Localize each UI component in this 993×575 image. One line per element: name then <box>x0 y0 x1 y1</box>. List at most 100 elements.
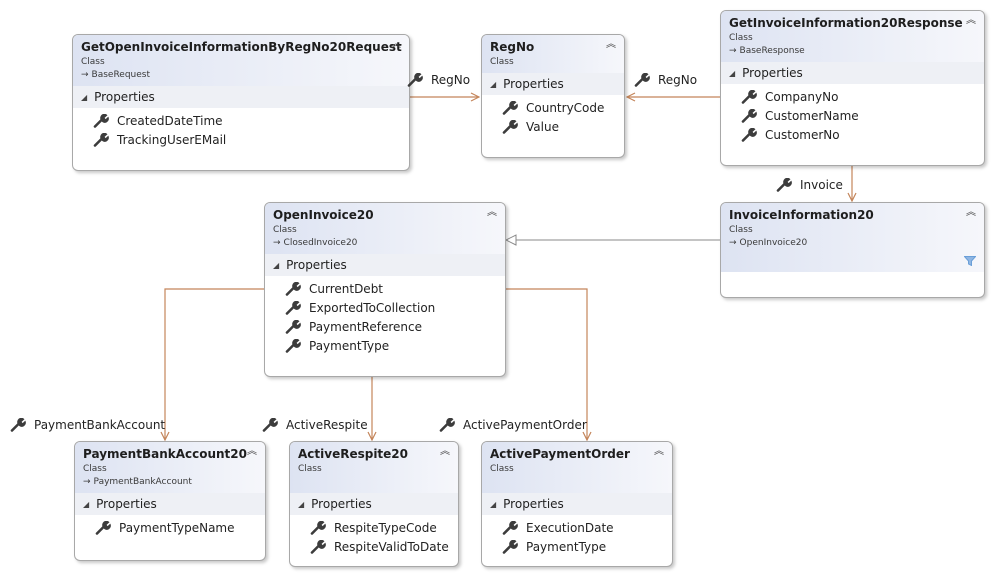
double-chevron-up-icon[interactable]: ︽ <box>391 39 401 50</box>
wrench-icon <box>310 521 326 535</box>
property-item[interactable]: RespiteTypeCode <box>310 518 458 537</box>
class-box-response[interactable]: GetInvoiceInformation20Response Class →B… <box>720 10 985 166</box>
properties-section-header[interactable]: ◢Properties <box>265 254 505 276</box>
class-box-regno[interactable]: RegNo Class ︽ ◢Properties CountryCode Va… <box>481 34 625 158</box>
triangle-down-icon[interactable]: ◢ <box>81 92 88 102</box>
property-item[interactable]: Value <box>502 117 624 136</box>
wrench-icon <box>502 521 518 535</box>
property-item[interactable]: CountryCode <box>502 98 624 117</box>
wrench-icon <box>776 178 792 192</box>
wrench-icon <box>262 418 278 432</box>
wrench-icon <box>502 540 518 554</box>
association-label[interactable]: ActivePaymentOrder <box>439 418 587 432</box>
property-item[interactable]: ExecutionDate <box>502 518 672 537</box>
class-header: ActiveRespite20 Class ︽ <box>290 442 458 493</box>
wrench-icon <box>10 418 26 432</box>
property-item[interactable]: TrackingUserEMail <box>93 130 409 149</box>
properties-section-header[interactable]: ◢Properties <box>73 86 409 108</box>
triangle-down-icon[interactable]: ◢ <box>729 68 736 78</box>
wrench-icon <box>93 133 109 147</box>
class-header: OpenInvoice20 Class →ClosedInvoice20 ︽ <box>265 203 505 254</box>
wrench-icon <box>407 73 423 87</box>
property-list: RespiteTypeCode RespiteValidToDate <box>290 515 458 558</box>
class-kind: Class <box>490 57 514 67</box>
double-chevron-up-icon[interactable]: ︽ <box>966 207 976 218</box>
class-box-openinvoice[interactable]: OpenInvoice20 Class →ClosedInvoice20 ︽ ◢… <box>264 202 506 377</box>
property-item[interactable]: PaymentReference <box>285 317 505 336</box>
class-kind: Class <box>729 33 753 43</box>
property-item[interactable]: CurrentDebt <box>285 279 505 298</box>
class-header: PaymentBankAccount20 Class →PaymentBankA… <box>75 442 265 493</box>
arrow-right-icon: → <box>81 70 89 80</box>
triangle-down-icon[interactable]: ◢ <box>490 499 497 509</box>
association-line-open-apo[interactable] <box>506 288 587 440</box>
association-label[interactable]: PaymentBankAccount <box>10 418 165 432</box>
double-chevron-up-icon[interactable]: ︽ <box>487 207 497 218</box>
property-item[interactable]: RespiteValidToDate <box>310 537 458 556</box>
class-kind: Class <box>81 57 105 67</box>
double-chevron-up-icon[interactable]: ︽ <box>606 39 616 50</box>
property-list: CreatedDateTime TrackingUserEMail <box>73 108 409 151</box>
property-item[interactable]: CustomerNo <box>741 125 984 144</box>
properties-section-header[interactable]: ◢Properties <box>721 62 984 84</box>
class-name: ActivePaymentOrder <box>490 447 630 461</box>
property-item[interactable]: CreatedDateTime <box>93 111 409 130</box>
triangle-down-icon[interactable]: ◢ <box>298 499 305 509</box>
class-base: →OpenInvoice20 <box>729 238 808 248</box>
property-list: ExecutionDate PaymentType <box>482 515 672 558</box>
wrench-icon <box>439 418 455 432</box>
property-item[interactable]: CompanyNo <box>741 87 984 106</box>
class-name: GetOpenInvoiceInformationByRegNo20Reques… <box>81 40 402 54</box>
properties-section-header[interactable]: ◢Properties <box>482 493 672 515</box>
class-box-activepaymentorder[interactable]: ActivePaymentOrder Class ︽ ◢Properties E… <box>481 441 673 567</box>
triangle-down-icon[interactable]: ◢ <box>83 499 90 509</box>
property-item[interactable]: PaymentType <box>502 537 672 556</box>
double-chevron-up-icon[interactable]: ︽ <box>654 446 664 457</box>
wrench-icon <box>285 301 301 315</box>
association-line-open-pba[interactable] <box>165 288 264 440</box>
property-list: CurrentDebt ExportedToCollection Payment… <box>265 276 505 357</box>
class-box-activerespite[interactable]: ActiveRespite20 Class ︽ ◢Properties Resp… <box>289 441 459 567</box>
double-chevron-up-icon[interactable]: ︽ <box>247 446 257 457</box>
class-box-paymentbankaccount[interactable]: PaymentBankAccount20 Class →PaymentBankA… <box>74 441 266 561</box>
class-header: ActivePaymentOrder Class ︽ <box>482 442 672 493</box>
property-item[interactable]: PaymentType <box>285 336 505 355</box>
class-kind: Class <box>490 464 514 474</box>
class-base: →BaseRequest <box>81 70 151 80</box>
triangle-down-icon[interactable]: ◢ <box>273 260 280 270</box>
class-kind: Class <box>83 464 107 474</box>
wrench-icon <box>285 282 301 296</box>
association-label[interactable]: RegNo <box>407 73 470 87</box>
property-list: CompanyNo CustomerName CustomerNo <box>721 84 984 146</box>
class-name: OpenInvoice20 <box>273 208 374 222</box>
properties-section-header[interactable]: ◢Properties <box>75 493 265 515</box>
association-label[interactable]: ActiveRespite <box>262 418 368 432</box>
class-box-invoiceinformation[interactable]: InvoiceInformation20 Class →OpenInvoice2… <box>720 202 985 298</box>
wrench-icon <box>310 540 326 554</box>
class-name: ActiveRespite20 <box>298 447 409 461</box>
class-name: GetInvoiceInformation20Response <box>729 16 963 30</box>
association-label[interactable]: RegNo <box>634 73 697 87</box>
double-chevron-up-icon[interactable]: ︽ <box>966 15 976 26</box>
class-name: InvoiceInformation20 <box>729 208 874 222</box>
properties-section-header[interactable]: ◢Properties <box>482 73 624 95</box>
property-item[interactable]: CustomerName <box>741 106 984 125</box>
wrench-icon <box>741 109 757 123</box>
class-base: →BaseResponse <box>729 46 805 56</box>
property-item[interactable]: ExportedToCollection <box>285 298 505 317</box>
filter-icon[interactable] <box>964 256 976 266</box>
properties-section-header[interactable]: ◢Properties <box>290 493 458 515</box>
double-chevron-up-icon[interactable]: ︽ <box>440 446 450 457</box>
arrow-right-icon: → <box>729 46 737 56</box>
wrench-icon <box>741 128 757 142</box>
triangle-down-icon[interactable]: ◢ <box>490 79 497 89</box>
arrow-right-icon: → <box>729 238 737 248</box>
class-name: RegNo <box>490 40 535 54</box>
property-item[interactable]: PaymentTypeName <box>95 518 265 537</box>
wrench-icon <box>502 101 518 115</box>
class-box-request[interactable]: GetOpenInvoiceInformationByRegNo20Reques… <box>72 34 410 171</box>
wrench-icon <box>741 90 757 104</box>
association-label[interactable]: Invoice <box>776 178 843 192</box>
wrench-icon <box>285 339 301 353</box>
